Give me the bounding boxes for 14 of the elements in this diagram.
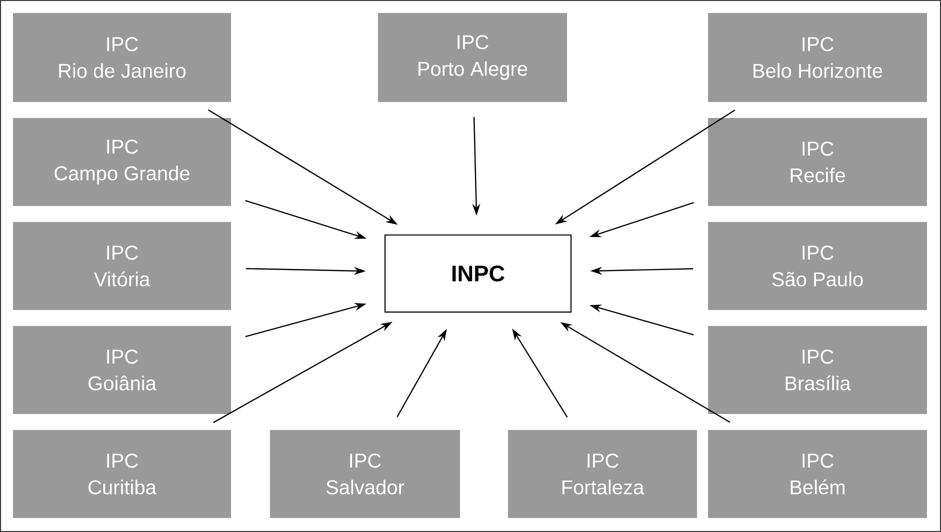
index-box: IPC São Paulo bbox=[708, 222, 927, 310]
index-box: IPC Brasília bbox=[708, 326, 927, 414]
result-box: INPC bbox=[384, 234, 572, 313]
index-box: IPC Campo Grande bbox=[13, 118, 231, 206]
index-box: IPC Porto Alegre bbox=[378, 12, 568, 102]
index-box: IPC Goiânia bbox=[13, 326, 231, 414]
index-box: IPC Belo Horizonte bbox=[708, 12, 927, 102]
index-box: IPC Vitória bbox=[13, 222, 231, 310]
index-box: IPC Fortaleza bbox=[508, 430, 698, 518]
index-box: IPC Salvador bbox=[270, 430, 460, 518]
index-box: IPC Curitiba bbox=[13, 430, 231, 518]
index-box: IPC Recife bbox=[708, 118, 927, 206]
index-box: IPC Rio de Janeiro bbox=[13, 12, 231, 102]
index-box: IPC Belém bbox=[708, 430, 927, 518]
